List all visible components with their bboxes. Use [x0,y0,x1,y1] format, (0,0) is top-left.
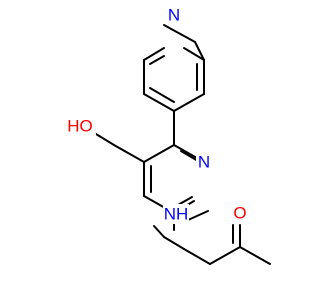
atom-n-top: N [166,6,182,25]
atom-label: N [198,153,210,172]
bond [113,144,145,163]
bond [163,236,185,250]
bond [177,196,193,206]
atom-amide-n: NH [163,204,189,224]
atom-label: HO [67,117,93,136]
bond [183,47,205,61]
bond [163,24,196,43]
molecule-structure: N HO N O NH [64,5,271,265]
bond [149,55,165,65]
bond [149,87,175,103]
bond [143,144,175,163]
atom-hydroxyl: HO [64,116,96,136]
bond [95,133,115,146]
atom-label: NH [164,205,189,224]
bond [183,248,211,265]
bonds [95,24,271,265]
bond [239,246,271,265]
bond [209,246,241,265]
bond [153,225,165,238]
bond [194,41,205,61]
bond [180,150,199,162]
bond [143,93,175,112]
bond [143,47,165,61]
atom-label: N [168,6,180,25]
atom-n-ring: N [196,153,212,172]
bond [187,210,209,221]
bond [173,93,205,112]
atom-carbonyl-o: O [232,203,248,223]
atom-label: O [233,204,246,223]
